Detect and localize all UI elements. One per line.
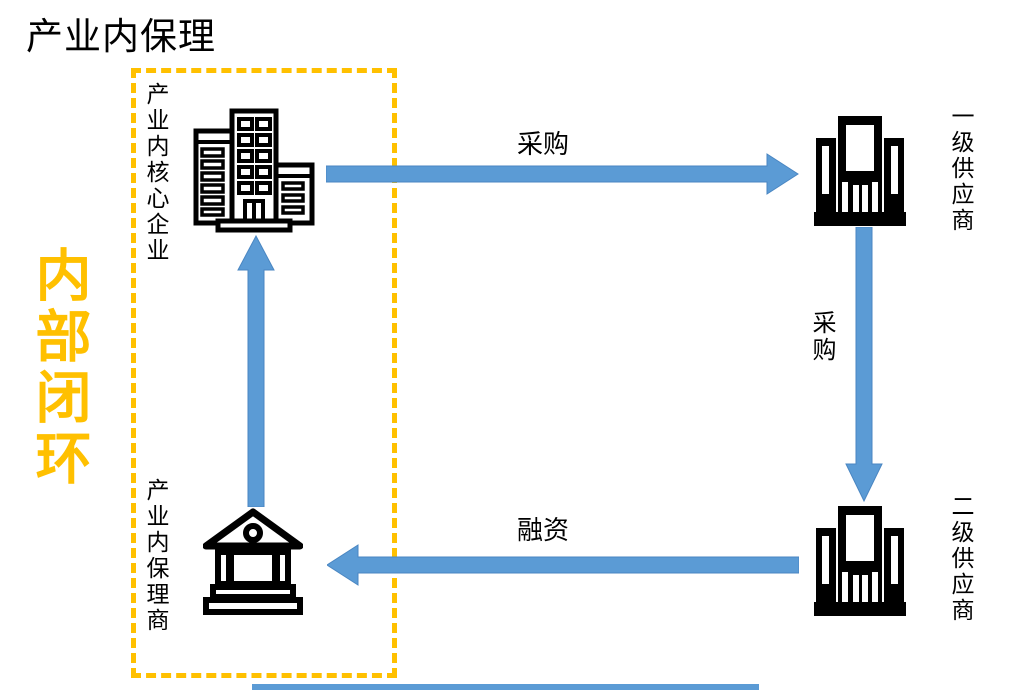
purchase-top-label: 采购 [517,130,570,160]
core-enterprise-label: 产业内核心企业 [142,82,168,264]
company-building-icon [814,506,906,616]
tier1-supplier-label: 一级供应商 [947,104,973,234]
financing-label: 融资 [517,516,570,546]
tier2-supplier-label: 二级供应商 [947,494,973,624]
bank-icon [203,508,303,615]
internal-loop-box [131,68,397,678]
financing-arrow-left-icon [327,544,799,586]
office-building-icon [193,108,315,233]
page-title: 产业内保理 [26,15,216,58]
purchase-arrow-right-icon [326,153,799,195]
bottom-accent-bar [252,684,759,690]
company-building-icon [814,116,906,226]
purchase-right-label: 采购 [808,310,836,364]
internal-loop-label: 内部闭环 [26,246,91,490]
factor-label: 产业内保理商 [142,478,168,634]
payment-arrow-up-icon [237,235,275,507]
purchase-arrow-down-icon [845,227,883,503]
